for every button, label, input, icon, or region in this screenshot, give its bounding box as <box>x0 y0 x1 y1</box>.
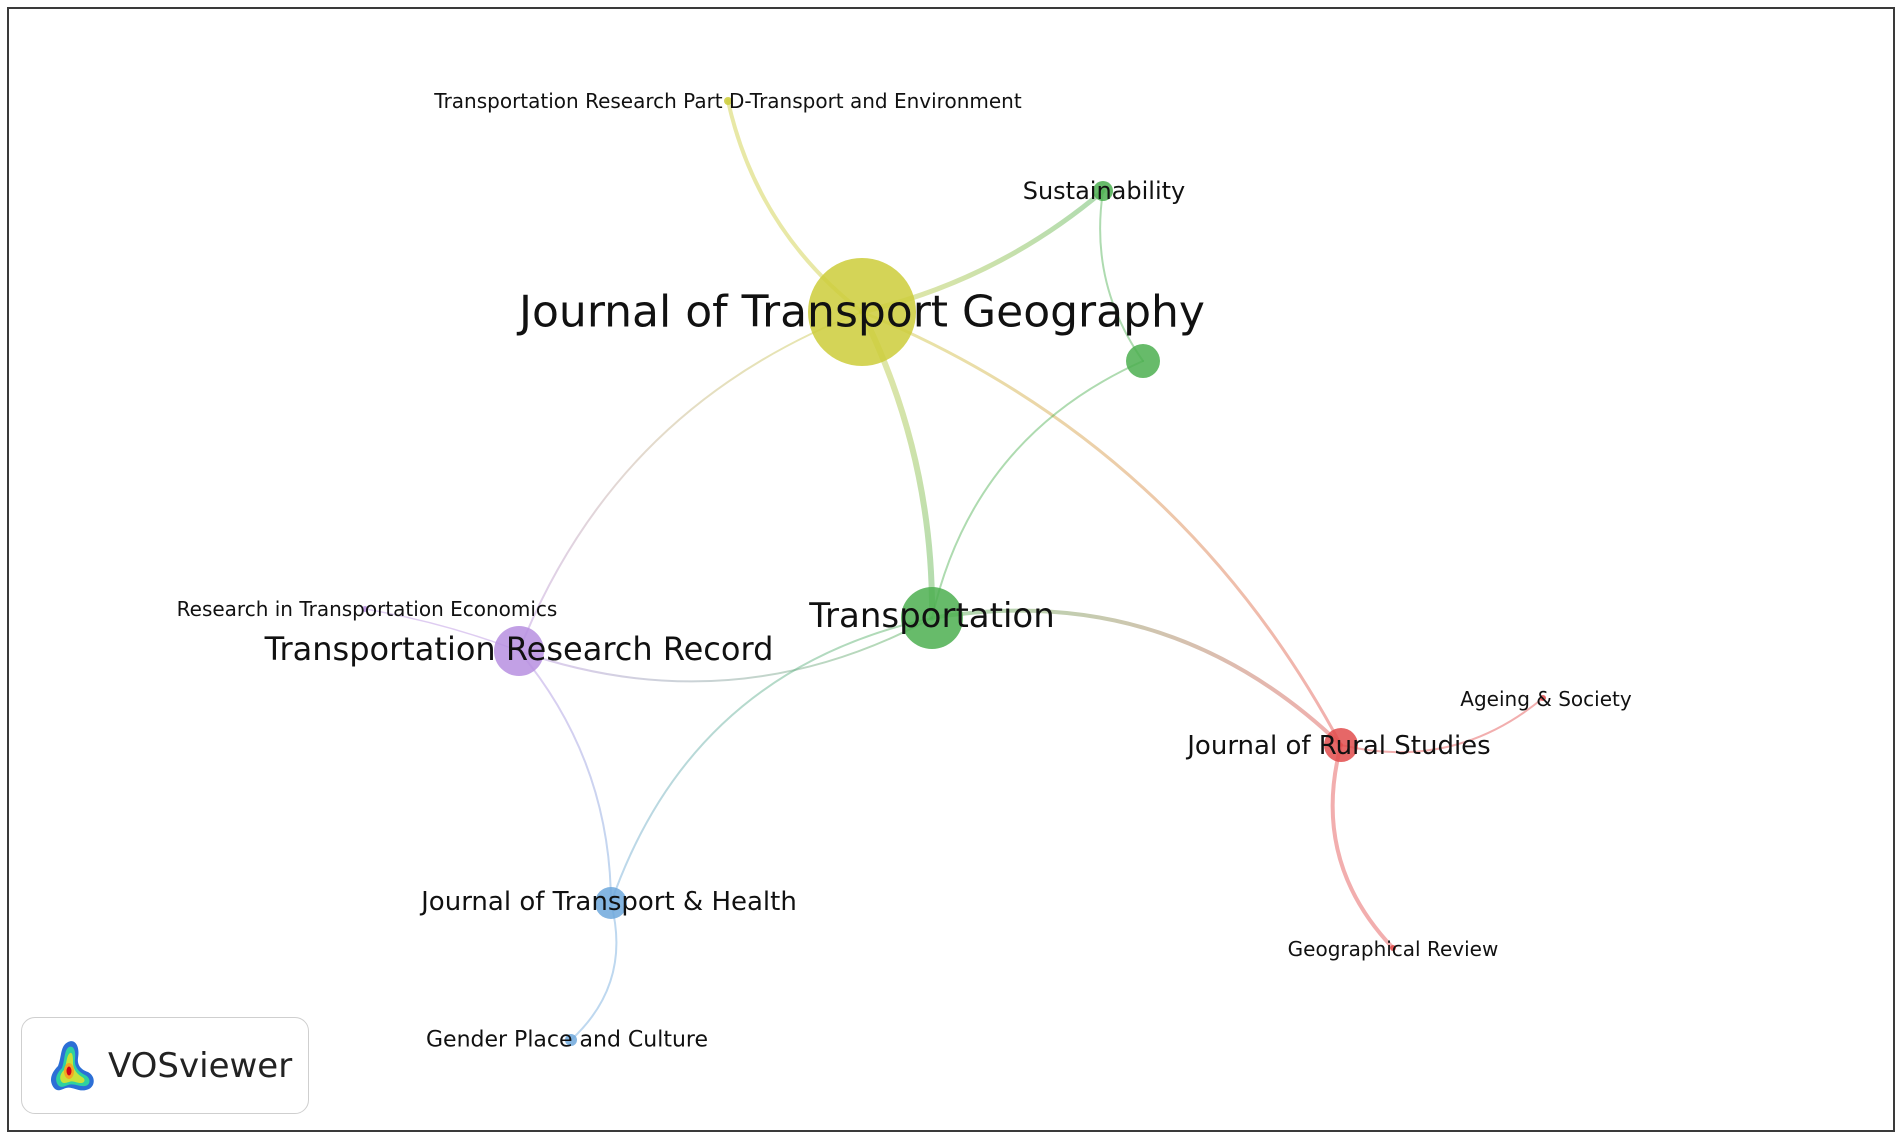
node-sus[interactable] <box>1093 181 1113 201</box>
node-label-sus[interactable]: Sustainability <box>1023 177 1186 205</box>
link-jtg-trr[interactable] <box>518 311 863 652</box>
node-label-trd[interactable]: Transportation Research Part D-Transport… <box>433 89 1022 113</box>
link-tra-jth[interactable] <box>610 617 933 904</box>
link-jrs-aas[interactable] <box>1340 697 1544 754</box>
node-label-jth[interactable]: Journal of Transport & Health <box>419 887 797 917</box>
node-jrs[interactable] <box>1324 728 1358 762</box>
link-jrs-gr[interactable] <box>1330 743 1395 950</box>
link-trr-jth[interactable] <box>518 650 612 904</box>
nodes-layer <box>362 97 1546 1046</box>
node-jth[interactable] <box>595 887 627 919</box>
link-jtg-jrs[interactable] <box>860 310 1343 747</box>
link-sus-g3[interactable] <box>1099 190 1144 362</box>
network-canvas-frame <box>7 7 1895 1132</box>
node-label-jtg[interactable]: Journal of Transport Geography <box>516 287 1205 338</box>
node-trr[interactable] <box>494 626 544 676</box>
node-label-gr[interactable]: Geographical Review <box>1288 937 1499 961</box>
link-g3-tra[interactable] <box>931 360 1144 619</box>
node-label-gpc[interactable]: Gender Place and Culture <box>426 1028 708 1053</box>
node-trd[interactable] <box>724 97 732 105</box>
node-label-trr[interactable]: Transportation Research Record <box>264 630 774 668</box>
link-jth-gpc[interactable] <box>570 902 618 1041</box>
node-label-ritre[interactable]: Research in Transportation Economics <box>177 597 558 621</box>
node-label-tra[interactable]: Transportation <box>808 596 1055 636</box>
vosviewer-brand-box: VOSviewer <box>21 1017 309 1114</box>
node-ritre[interactable] <box>362 606 368 612</box>
node-aas[interactable] <box>1540 695 1546 701</box>
node-label-aas[interactable]: Ageing & Society <box>1460 687 1632 711</box>
vosviewer-logo-icon <box>51 1040 94 1090</box>
link-tra-jrs[interactable] <box>930 608 1343 747</box>
link-tra-trr[interactable] <box>518 617 933 683</box>
node-jtg[interactable] <box>808 258 916 366</box>
node-g3[interactable] <box>1126 344 1160 378</box>
vosviewer-brand-name: VOSviewer <box>108 1045 293 1086</box>
node-label-jrs[interactable]: Journal of Rural Studies <box>1185 731 1490 761</box>
node-gr[interactable] <box>1390 945 1396 951</box>
node-tra[interactable] <box>901 587 963 649</box>
node-gpc[interactable] <box>565 1034 577 1046</box>
labels-layer: Journal of Transport GeographyTransporta… <box>177 89 1632 1053</box>
